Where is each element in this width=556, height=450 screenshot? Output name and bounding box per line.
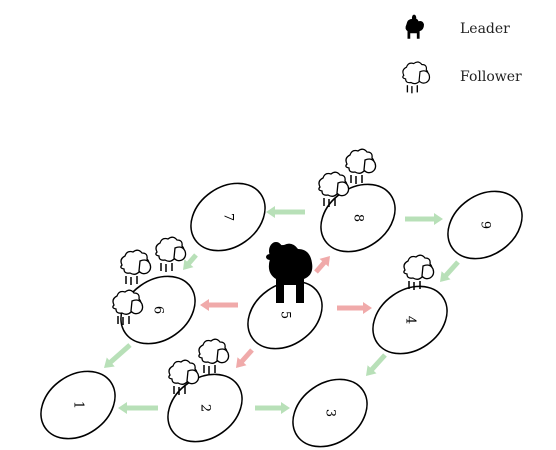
follower-sheep-icon: [198, 338, 230, 375]
node-ellipse: [167, 373, 243, 443]
transition-arrows: [104, 206, 460, 414]
arrow-2-to-3: [255, 402, 290, 414]
follower-sheep-icon: [402, 61, 431, 94]
node-8: 8: [320, 183, 396, 253]
node-ellipse: [447, 190, 523, 260]
node-label: 6: [151, 306, 166, 314]
arrow-8-to-9: [405, 213, 443, 225]
follower-sheep-icon: [120, 249, 152, 286]
arrow-5-to-6: [200, 299, 238, 311]
follower-sheep-icon: [155, 236, 187, 273]
follower-sheep-icon: [403, 254, 435, 291]
node-4: 4: [372, 285, 448, 355]
grid-nodes: 1 2 3 4 5 6 7 8 9: [40, 182, 523, 448]
node-ellipse: [120, 275, 196, 345]
node-3: 3: [292, 378, 368, 448]
arrow-5-to-4: [337, 302, 372, 314]
follower-sheep-icon: [345, 148, 377, 185]
leader-sheep-icon: [405, 14, 424, 39]
node-ellipse: [190, 182, 266, 252]
node-ellipse: [372, 285, 448, 355]
arrow-4-to-3: [366, 353, 387, 376]
node-label: 8: [351, 214, 366, 222]
node-1: 1: [40, 370, 116, 440]
arrow-8-to-7: [266, 206, 305, 218]
legend-leader-label: Leader: [460, 21, 510, 37]
node-label: 9: [478, 221, 493, 229]
arrow-7-to-6: [183, 253, 198, 270]
legend-follower-label: Follower: [460, 69, 522, 85]
node-label: 1: [71, 401, 86, 409]
node-9: 9: [447, 190, 523, 260]
node-7: 7: [190, 182, 266, 252]
arrow-2-to-1: [118, 402, 158, 414]
leader-sheep-icon: [266, 242, 313, 303]
node-label: 4: [403, 316, 418, 324]
node-6: 6: [120, 275, 196, 345]
node-label: 3: [323, 409, 338, 417]
node-ellipse: [40, 370, 116, 440]
arrow-6-to-1: [104, 343, 132, 368]
node-2: 2: [167, 373, 243, 443]
arrow-5-to-8: [314, 256, 330, 274]
node-label: 7: [221, 213, 236, 221]
node-ellipse: [292, 378, 368, 448]
arrow-9-to-4: [440, 260, 460, 282]
node-label: 2: [198, 404, 213, 412]
arrow-5-to-2: [236, 348, 254, 368]
node-label: 5: [278, 311, 293, 319]
